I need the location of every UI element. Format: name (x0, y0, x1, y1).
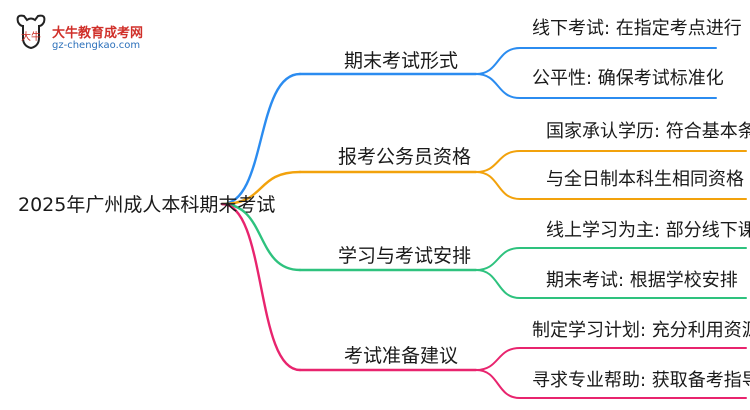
root-node-label: 2025年广州成人本科期末考试 (18, 194, 276, 216)
branch-to-leaf-connector (475, 369, 747, 399)
leaf-label: 国家承认学历: 符合基本条件 (546, 121, 750, 142)
branch-to-leaf-connector (475, 171, 747, 200)
root-to-branch-connector (220, 202, 302, 272)
branch-label-study-schedule: 学习与考试安排 (338, 245, 472, 267)
branch-to-leaf-connector (475, 269, 747, 299)
leaf-label: 公平性: 确保考试标准化 (532, 68, 724, 89)
branch-to-leaf-connector (475, 150, 747, 173)
site-logo: 大牛 大牛教育成考网 gz-chengkao.com (14, 10, 164, 54)
mindmap-edges (220, 47, 747, 399)
root-to-branch-connector (220, 202, 302, 372)
root-to-branch-connector (220, 170, 302, 206)
branch-label-civil-service: 报考公务员资格 (338, 146, 472, 168)
leaf-label: 线上学习为主: 部分线下课程 (546, 220, 750, 241)
leaf-label: 寻求专业帮助: 获取备考指导 (532, 370, 750, 391)
leaf-label: 线下考试: 在指定考点进行 (532, 18, 742, 39)
logo-title: 大牛教育成考网 (52, 26, 144, 41)
leaf-label: 制定学习计划: 充分利用资源 (532, 320, 750, 341)
leaf-label: 期末考试: 根据学校安排 (546, 270, 738, 291)
leaf-label: 与全日制本科生相同资格 (546, 169, 744, 190)
branch-to-leaf-connector (475, 347, 747, 371)
logo-url: gz-chengkao.com (52, 40, 141, 51)
branch-label-exam-format: 期末考试形式 (344, 50, 459, 72)
root-to-branch-connector (220, 72, 302, 206)
branch-to-leaf-connector (475, 47, 717, 75)
branch-to-leaf-connector (475, 247, 747, 271)
bull-logo-icon: 大牛 (16, 14, 46, 50)
branch-to-leaf-connector (475, 73, 717, 99)
logo-mark-text: 大牛 (21, 30, 41, 43)
branch-label-prep-advice: 考试准备建议 (344, 345, 459, 367)
